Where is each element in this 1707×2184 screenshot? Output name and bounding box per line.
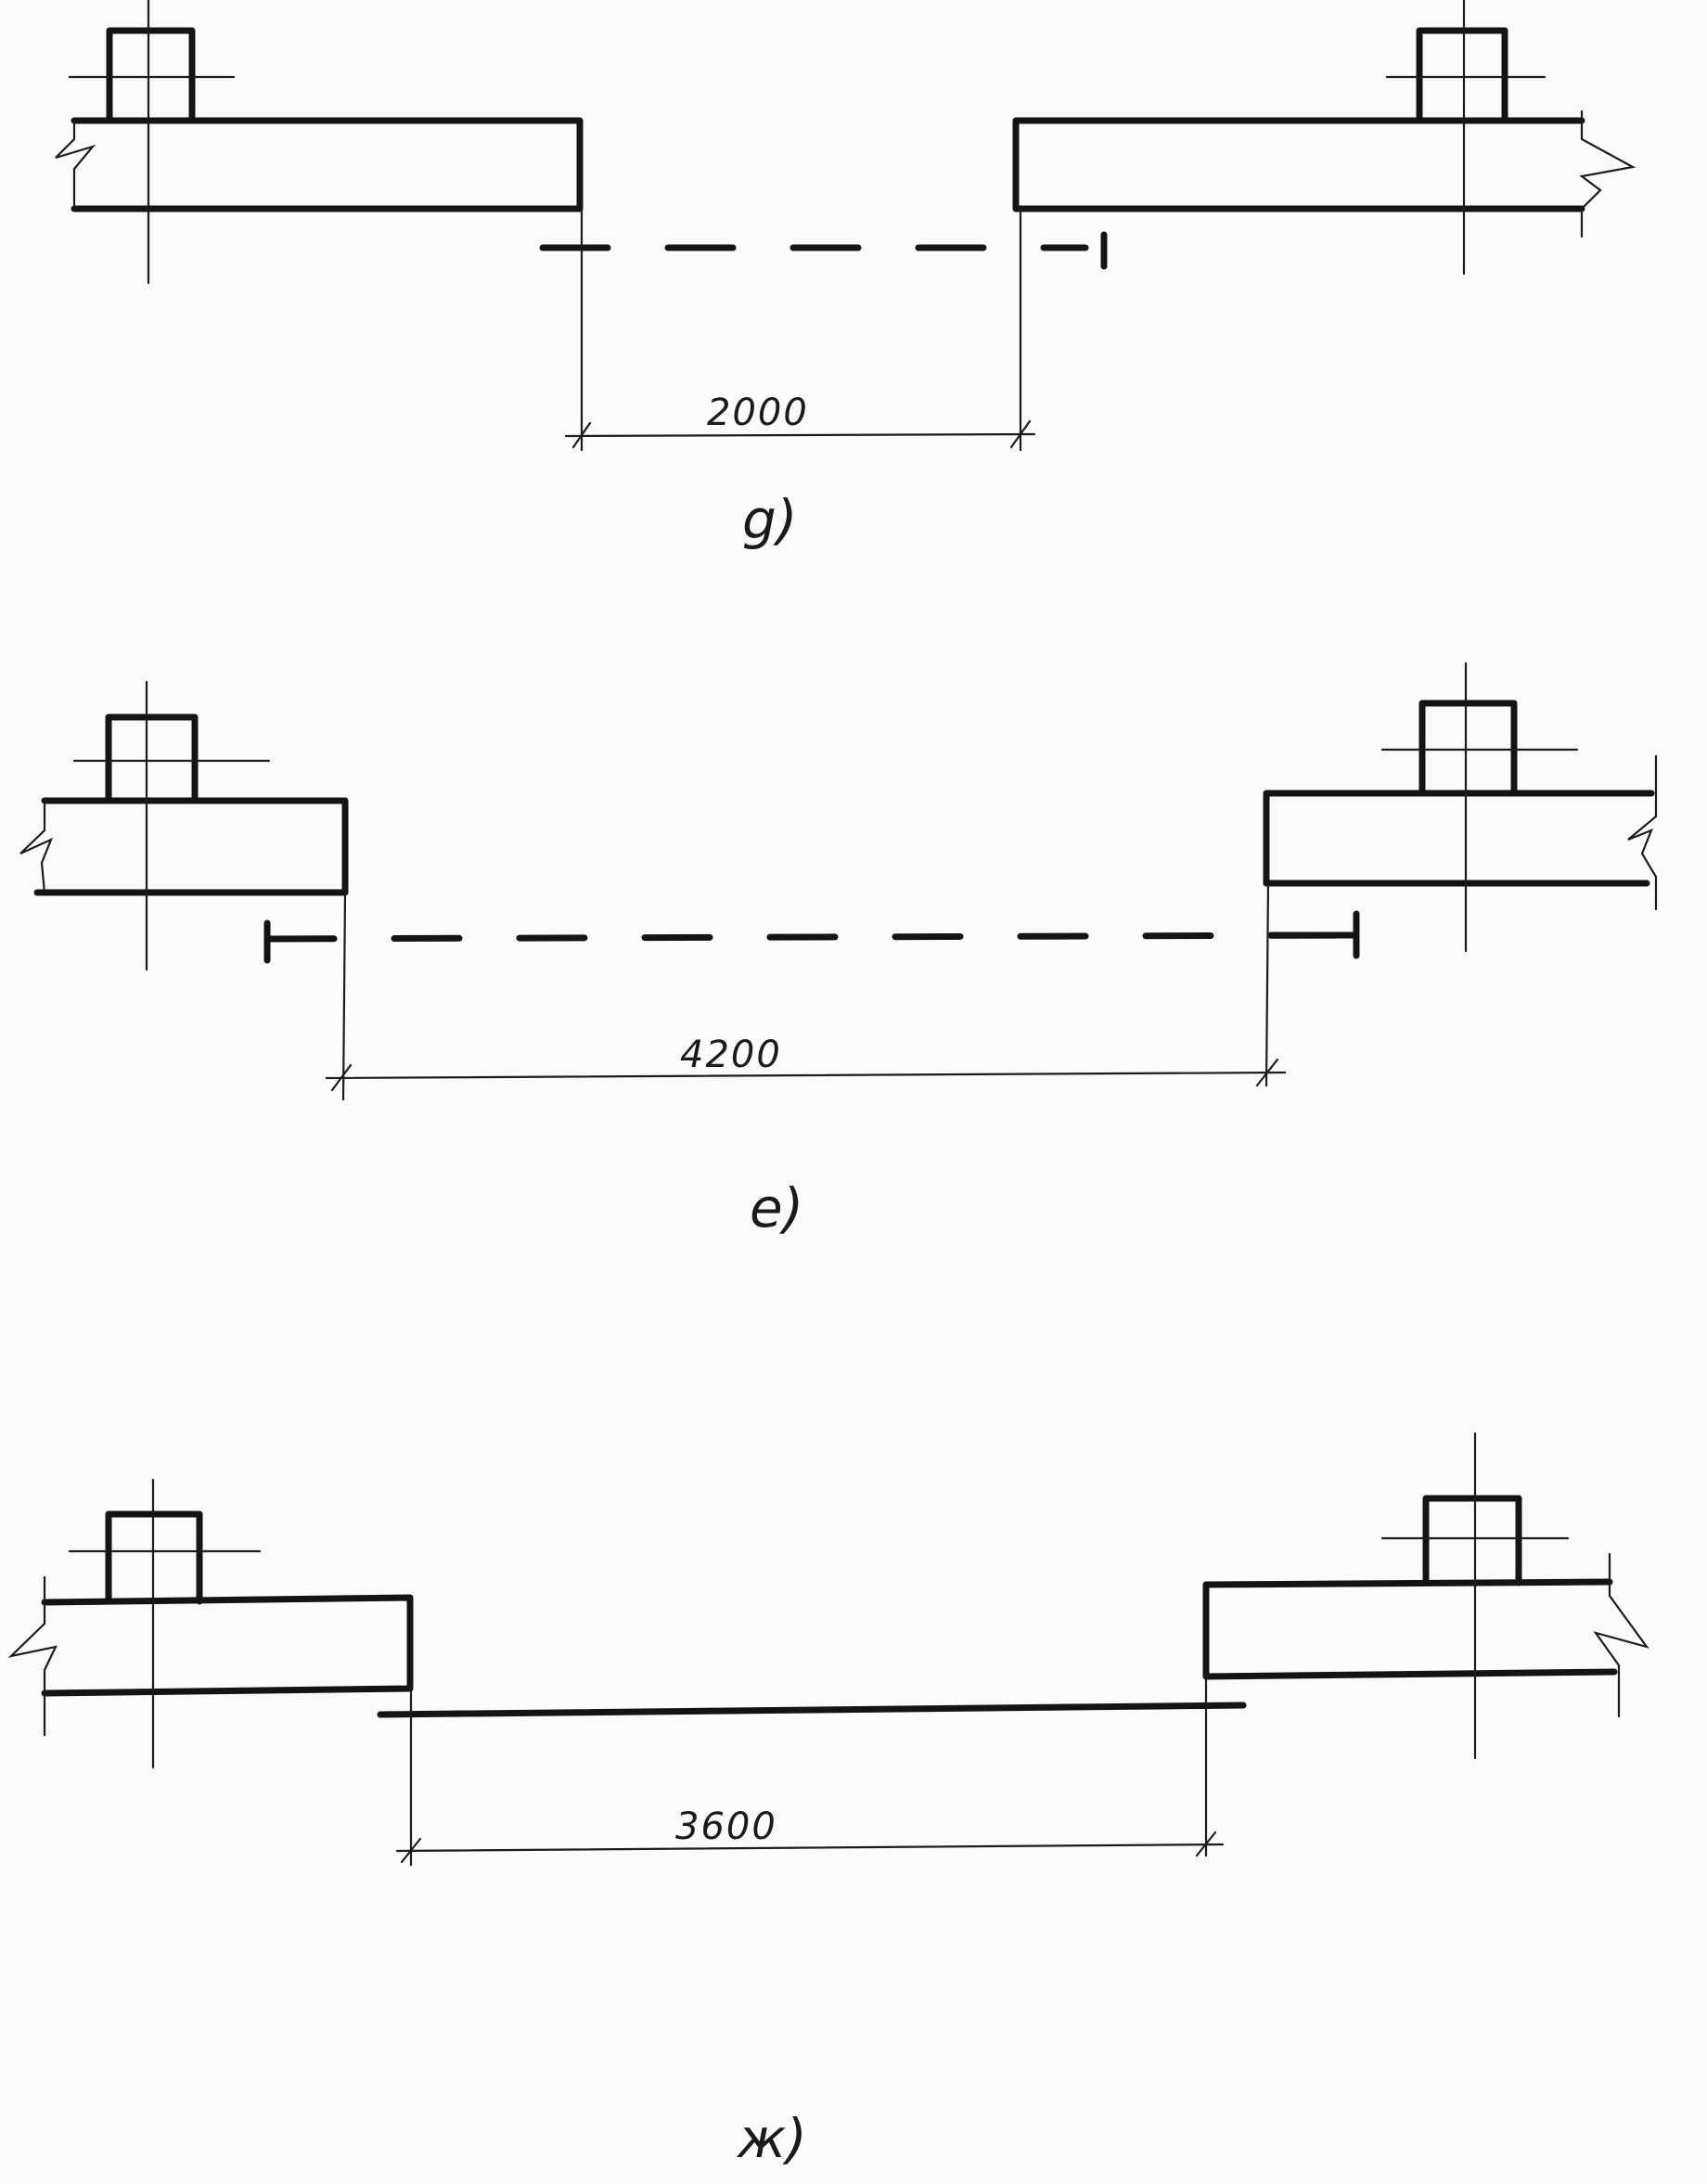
diagram-e: 4200 e) [19,662,1658,1240]
left-slab [55,0,584,285]
right-slab [1012,0,1636,276]
break-mark-left [19,799,54,894]
extension-line-left [341,891,347,1101]
dimension-tick-right [1009,419,1032,449]
solid-member [377,1702,1247,1718]
break-mark-right [1579,109,1636,238]
right-slab [1202,1432,1649,1760]
diagram-caption: g) [742,488,797,551]
break-mark-left [55,119,96,211]
break-mark-right [1593,1552,1649,1718]
dimension-tick-left [400,1837,422,1864]
dashed-member [265,931,1358,943]
right-slab [1263,662,1658,953]
dimension-tick-left [330,1063,353,1092]
extension-line-right [1264,881,1270,1087]
break-mark-right [1627,754,1658,911]
dimension-line [395,1843,1225,1853]
column-left [105,713,199,803]
column-right [1418,700,1518,795]
dimension-label: 4200 [680,1034,782,1076]
diagram-caption: ж) [736,2107,807,2170]
column-right [1416,27,1508,122]
dimension-line [325,1071,1287,1080]
dimension-label: 3600 [675,1805,777,1848]
diagram-zh: 3600 ж) [7,1432,1649,2170]
column-left [106,27,196,122]
diagram-g: 2000 g) [55,0,1636,551]
break-mark-left [7,1575,58,1737]
dimension-tick-right [1195,1831,1217,1857]
dimension-line [564,432,1036,438]
dimension-tick-left [571,421,592,449]
diagram-caption: e) [750,1176,803,1240]
left-slab [19,680,349,971]
dimension-tick-right [1255,1058,1279,1087]
dimension-label: 2000 [707,392,809,434]
column-right [1422,1495,1522,1587]
left-slab [7,1478,414,1769]
